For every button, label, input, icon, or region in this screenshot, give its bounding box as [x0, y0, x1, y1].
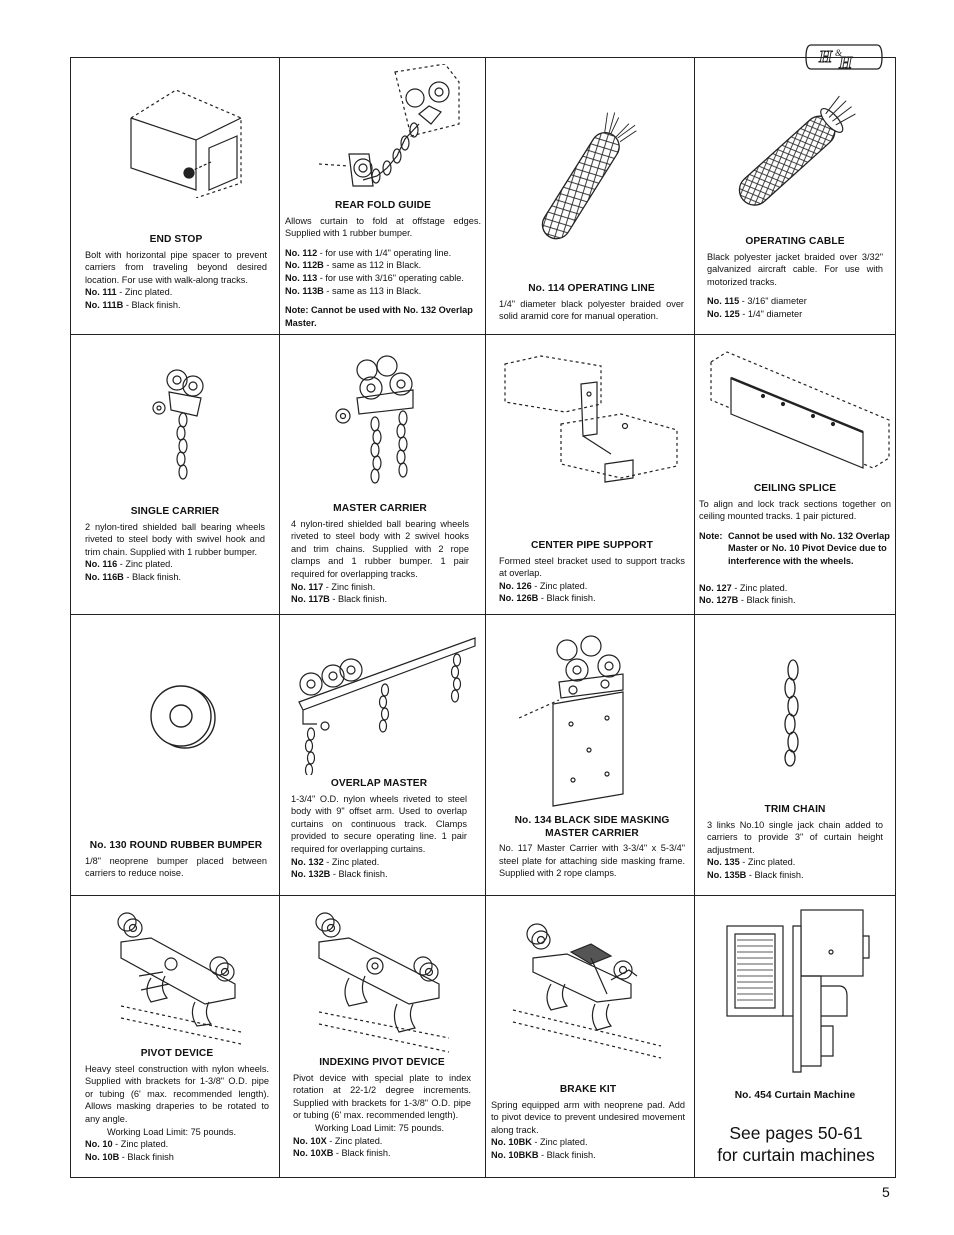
master-carrier-item: No. 117 - Zinc finish.	[291, 581, 376, 592]
end-stop-illustration	[130, 89, 242, 198]
operating-line-title: No. 114 OPERATING LINE	[528, 283, 655, 294]
end-stop-item: No. 111 - Zinc plated.	[85, 287, 173, 298]
indexing-pivot-title: INDEXING PIVOT DEVICE	[319, 1057, 445, 1068]
single-carrier-item: No. 116 - Zinc plated.	[85, 559, 173, 570]
trim-chain-item: No. 135 - Zinc plated.	[707, 857, 796, 868]
indexing-pivot-desc: Pivot device with special plate to index…	[293, 1072, 471, 1121]
overlap-master-item: No. 132B - Black finish.	[291, 869, 388, 880]
indexing-pivot-load: Working Load Limit: 75 pounds.	[315, 1122, 445, 1133]
indexing-pivot-illustration	[315, 912, 450, 1053]
pivot-device-desc: Heavy steel construction with nylon whee…	[85, 1063, 269, 1124]
brake-kit-item: No. 10BKB - Black finish.	[491, 1149, 596, 1160]
trim-chain-desc: 3 links No.10 single jack chain added to…	[707, 819, 883, 855]
svg-text:&: &	[835, 48, 842, 58]
rear-fold-guide-note: Note: Cannot be used with No. 132 Overla…	[285, 305, 473, 328]
center-pipe-item: No. 126B - Black finish.	[499, 593, 596, 604]
master-carrier-desc: 4 nylon-tired shielded ball bearing whee…	[291, 518, 469, 579]
pivot-device-item: No. 10B - Black finish	[85, 1151, 174, 1162]
see-pages-line2: for curtain machines	[717, 1145, 875, 1165]
bumper-desc: 1/8" neoprene bumper placed between carr…	[85, 855, 267, 879]
pivot-device-title: PIVOT DEVICE	[140, 1048, 214, 1059]
operating-cable-item: No. 115 - 3/16" diameter	[707, 296, 807, 307]
pivot-device-item: No. 10 - Zinc plated.	[85, 1139, 169, 1150]
operating-line-illustration	[541, 112, 637, 240]
center-pipe-title: CENTER PIPE SUPPORT	[531, 540, 653, 551]
indexing-pivot-item: No. 10XB - Black finish.	[293, 1148, 391, 1159]
center-pipe-item: No. 126 - Zinc plated.	[499, 580, 588, 591]
brake-kit-desc: Spring equipped arm with neoprene pad. A…	[491, 1099, 685, 1135]
overlap-master-item: No. 132 - Zinc plated.	[291, 856, 380, 867]
single-carrier-title: SINGLE CARRIER	[130, 506, 220, 517]
masking-carrier-desc: No. 117 Master Carrier with 3-3/4" x 5-3…	[499, 843, 685, 879]
ceiling-splice-item: No. 127 - Zinc plated.	[699, 582, 788, 593]
ceiling-splice-note: Note:Cannot be used with No. 132 Overlap…	[699, 530, 890, 566]
brake-kit-title: BRAKE KIT	[559, 1084, 617, 1095]
operating-cable-illustration	[738, 95, 856, 206]
master-carrier-illustration	[335, 355, 414, 484]
masking-carrier-illustration	[519, 635, 624, 807]
indexing-pivot-item: No. 10X - Zinc plated.	[293, 1135, 383, 1146]
pivot-device-illustration	[117, 912, 242, 1045]
rear-fold-guide-title: REAR FOLD GUIDE	[334, 200, 432, 211]
page-number: 5	[882, 1184, 890, 1200]
end-stop-item: No. 111B - Black finish.	[85, 299, 181, 310]
rear-fold-guide-illustration	[319, 64, 460, 187]
overlap-master-illustration	[298, 637, 476, 775]
operating-cable-item: No. 125 - 1/4" diameter	[707, 308, 803, 319]
brake-kit-illustration	[512, 923, 662, 1059]
end-stop-desc: Bolt with horizontal pipe spacer to prev…	[85, 249, 267, 285]
operating-line-desc: 1/4" diameter black polyester braided ov…	[499, 298, 684, 322]
single-carrier-illustration	[152, 369, 204, 480]
rear-fold-guide-item: No. 112B - same as 112 in Black.	[285, 260, 422, 271]
trim-chain-item: No. 135B - Black finish.	[707, 869, 804, 880]
svg-text:H: H	[818, 47, 833, 66]
rear-fold-guide-item: No. 112 - for use with 1/4" operating li…	[285, 247, 452, 258]
operating-cable-title: OPERATING CABLE	[745, 236, 845, 247]
rubber-bumper-illustration	[150, 685, 216, 749]
trim-chain-illustration	[784, 659, 799, 767]
master-carrier-item: No. 117B - Black finish.	[291, 594, 387, 605]
rear-fold-guide-desc: Allows curtain to fold at offstage edges…	[285, 215, 481, 239]
rear-fold-guide-item: No. 113B - same as 113 in Black.	[285, 285, 422, 296]
ceiling-splice-item: No. 127B - Black finish.	[699, 595, 796, 606]
single-carrier-item: No. 116B - Black finish.	[85, 571, 181, 582]
curtain-machine-illustration	[726, 909, 870, 1073]
operating-cable-desc: Black polyester jacket braided over 3/32…	[707, 251, 883, 287]
rear-fold-guide-item: No. 113 - for use with 3/16" operating c…	[285, 272, 464, 283]
bumper-title: No. 130 ROUND RUBBER BUMPER	[89, 840, 263, 851]
see-pages-line1: See pages 50-61	[729, 1123, 863, 1143]
brake-kit-item: No. 10BK - Zinc plated.	[491, 1137, 588, 1148]
trim-chain-title: TRIM CHAIN	[764, 804, 826, 815]
master-carrier-title: MASTER CARRIER	[333, 503, 427, 514]
end-stop-title: END STOP	[149, 234, 203, 245]
center-pipe-support-illustration	[504, 355, 678, 483]
ceiling-splice-desc: To align and lock track sections togethe…	[699, 498, 891, 522]
masking-carrier-title: No. 134 BLACK SIDE MASKING MASTER CARRIE…	[514, 815, 670, 839]
overlap-master-desc: 1-3/4" O.D. nylon wheels riveted to stee…	[291, 793, 467, 854]
ceiling-splice-title: CEILING SPLICE	[753, 483, 837, 494]
curtain-machine-title: No. 454 Curtain Machine	[734, 1090, 856, 1101]
pivot-device-load: Working Load Limit: 75 pounds.	[107, 1126, 237, 1137]
product-grid: END STOP Bolt with horizontal pipe space…	[70, 57, 896, 1178]
ceiling-splice-illustration	[710, 351, 890, 469]
overlap-master-title: OVERLAP MASTER	[330, 778, 428, 789]
single-carrier-desc: 2 nylon-tired shielded ball bearing whee…	[85, 521, 265, 557]
center-pipe-desc: Formed steel bracket used to support tra…	[499, 555, 685, 579]
